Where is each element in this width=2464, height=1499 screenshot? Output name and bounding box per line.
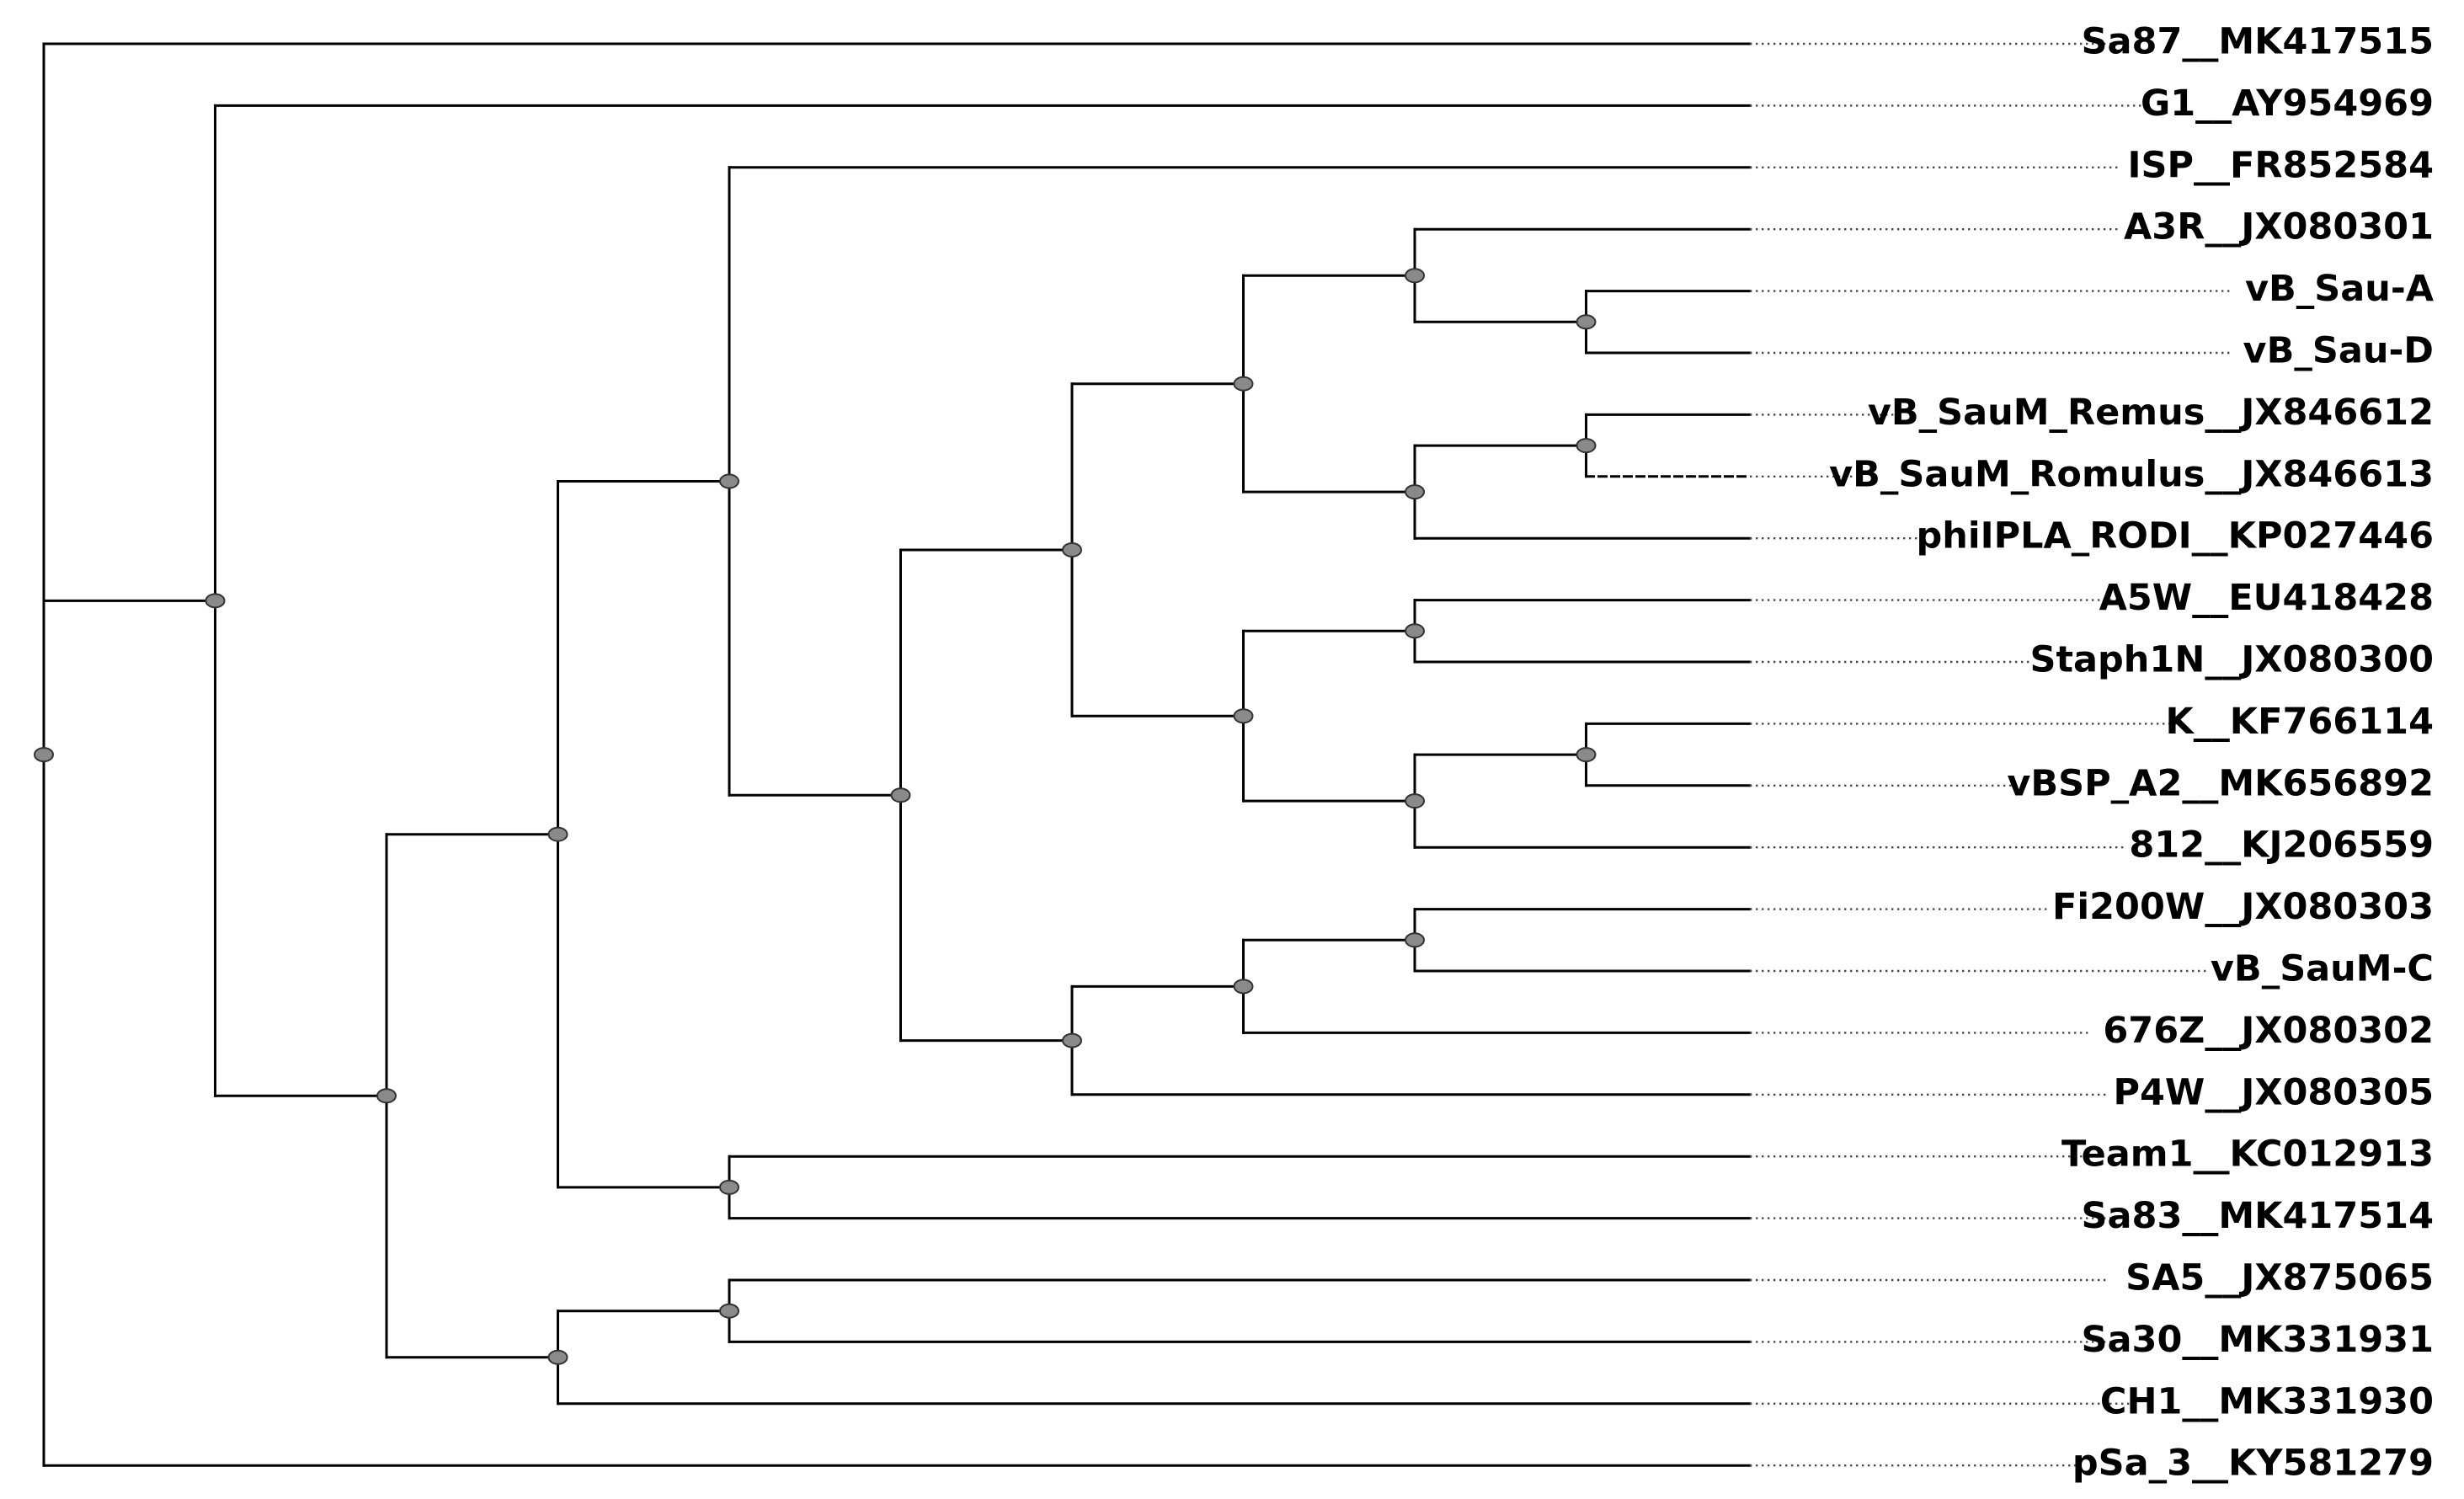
leaf-label: vB_Sau-D <box>2243 330 2434 372</box>
leaf-label: G1__AY954969 <box>2141 83 2434 125</box>
leaf-label: A5W__EU418428 <box>2099 577 2434 619</box>
tree-node-marker <box>34 747 54 763</box>
leaf-label: 812__KJ206559 <box>2129 824 2434 867</box>
leaf-label: CH1__MK331930 <box>2100 1380 2434 1422</box>
leaf-label: SA5__JX875065 <box>2125 1257 2434 1299</box>
leaf-label: ISP__FR852584 <box>2128 144 2434 186</box>
leaf-label: A3R__JX080301 <box>2124 206 2434 248</box>
tree-node-marker <box>719 1303 739 1319</box>
tree-node-marker <box>1233 708 1254 724</box>
leaf-label: pSa_3__KY581279 <box>2072 1443 2434 1485</box>
tree-node-marker <box>376 1088 397 1104</box>
tree-node-marker <box>1062 1032 1082 1048</box>
leaf-label: Sa30__MK331931 <box>2082 1319 2434 1361</box>
leaf-label: vB_SauM_Remus__JX846612 <box>1868 392 2434 434</box>
leaf-label: Staph1N__JX080300 <box>2029 639 2434 681</box>
leaf-label: vB_SauM-C <box>2211 948 2434 990</box>
leaf-label: vB_SauM_Romulus__JX846613 <box>1829 453 2434 495</box>
tree-node-marker <box>1233 376 1254 392</box>
tree-node-marker <box>719 1179 739 1195</box>
tree-node-marker <box>1405 268 1425 284</box>
tree-node-marker <box>1576 438 1597 454</box>
tree-node-marker <box>1576 747 1597 763</box>
tree-node-marker <box>1576 314 1597 330</box>
tree-node-marker <box>719 473 739 489</box>
leaf-label: vBSP_A2__MK656892 <box>2007 762 2434 804</box>
leaf-label: phiIPLA_RODI__KP027446 <box>1916 515 2434 557</box>
tree-node-marker <box>1405 932 1425 948</box>
leaf-label: Fi200W__JX080303 <box>2052 886 2434 928</box>
tree-node-marker <box>547 826 568 842</box>
tree-node-marker <box>205 593 226 609</box>
leaf-label: P4W__JX080305 <box>2113 1071 2434 1113</box>
leaf-label: Sa83__MK417514 <box>2082 1195 2434 1237</box>
tree-leaf-labels: Sa87__MK417515G1__AY954969ISP__FR852584A… <box>1829 21 2435 1485</box>
leaf-label: Sa87__MK417515 <box>2082 21 2434 63</box>
leaf-label: K__KF766114 <box>2165 701 2434 743</box>
tree-node-marker <box>547 1349 568 1365</box>
tree-node-marker <box>1062 541 1082 557</box>
leaf-label: 676Z__JX080302 <box>2103 1010 2434 1052</box>
leaf-label: Team1__KC012913 <box>2061 1134 2434 1176</box>
tree-node-marker <box>1405 793 1425 809</box>
tree-nodes <box>34 268 1597 1365</box>
tree-node-marker <box>1405 623 1425 639</box>
tree-node-marker <box>890 787 911 803</box>
tree-node-marker <box>1233 979 1254 995</box>
tree-branches <box>42 42 1752 1467</box>
leaf-leader-lines <box>1750 42 2233 1467</box>
leaf-label: vB_Sau-A <box>2245 268 2435 310</box>
tree-node-marker <box>1405 484 1425 500</box>
